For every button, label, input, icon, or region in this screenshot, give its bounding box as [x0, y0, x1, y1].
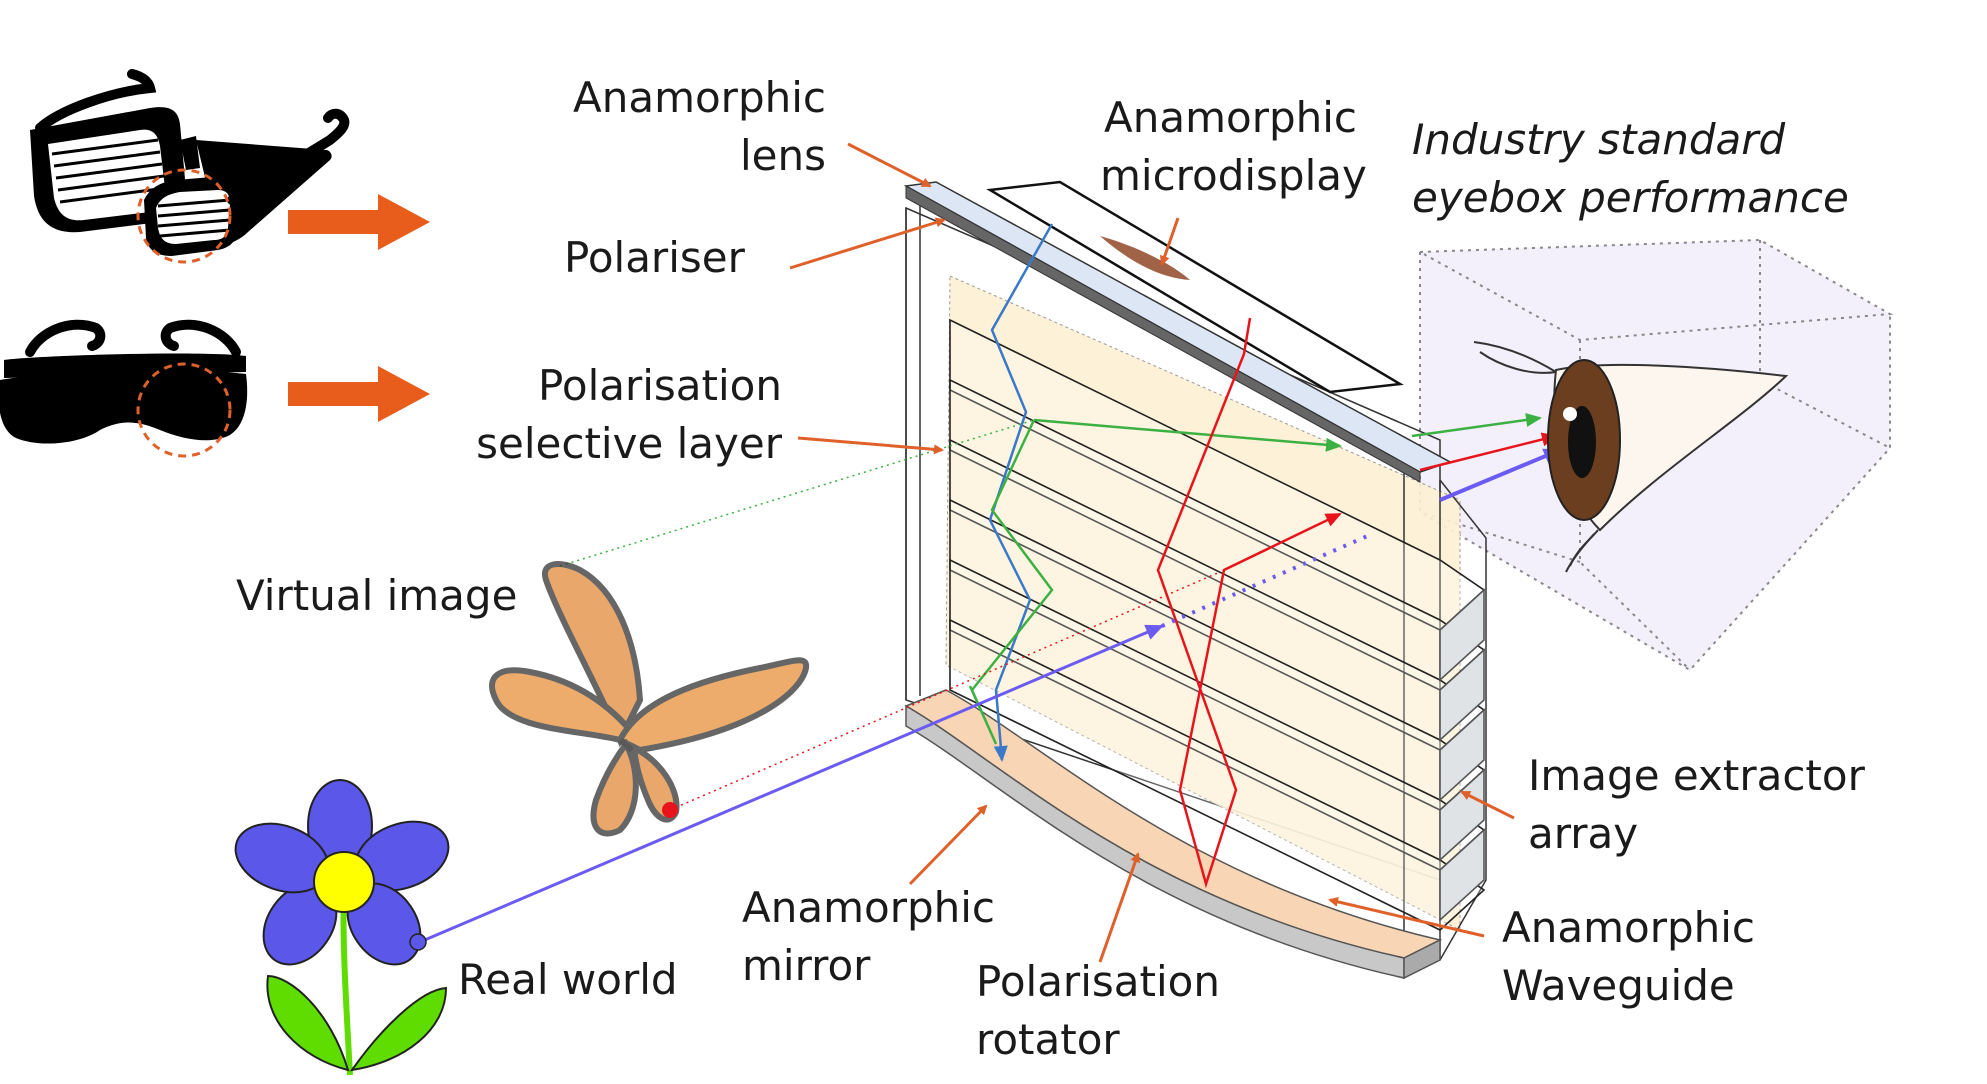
red-point: [662, 802, 678, 818]
anamorphic-lens-label-line1: Anamorphic: [573, 73, 826, 122]
polarisation-selective-label-line2: selective layer: [476, 419, 783, 468]
polarisation-rotator-label-line2: rotator: [976, 1015, 1120, 1064]
anamorphic-mirror-label-line2: mirror: [742, 941, 871, 990]
polariser-label: Polariser: [564, 233, 746, 282]
green-ray: [968, 419, 1054, 745]
glasses-arrow-icon: [288, 194, 430, 250]
eyebox-label-line2: eyebox performance: [1412, 173, 1849, 222]
anamorphic-microdisplay-label-line1: Anamorphic: [1104, 93, 1357, 142]
anamorphic-mirror: [905, 704, 1441, 980]
anamorphic-microdisplay-label-line2: microdisplay: [1100, 151, 1367, 200]
butterfly-icon: [489, 561, 810, 837]
goggles-icon: [0, 319, 248, 458]
eye-icon: [1473, 341, 1789, 573]
world-ray-eye: [1439, 448, 1562, 502]
blue-ray: [988, 223, 1054, 762]
virtual-image-projection: [559, 419, 1035, 567]
anamorphic-waveguide-label-line1: Anamorphic: [1502, 903, 1755, 952]
polarisation-selective-label-line1: Polarisation: [538, 361, 782, 410]
real-world-label: Real world: [458, 955, 678, 1004]
flower-icon: [234, 779, 450, 1076]
glasses-icon: [30, 69, 350, 264]
world-ray: [419, 624, 1164, 944]
anamorphic-mirror-label-line1: Anamorphic: [742, 883, 995, 932]
goggles-arrow-icon: [288, 366, 430, 422]
image-extractor-label-line1: Image extractor: [1528, 751, 1866, 800]
callout-arrows: [789, 142, 1515, 963]
anamorphic-lens-label-line2: lens: [740, 131, 826, 180]
red-projection: [669, 571, 1221, 811]
green-ray-out: [1033, 418, 1342, 452]
polarisation-rotator-label-line1: Polarisation: [976, 957, 1220, 1006]
anamorphic-waveguide-label-line2: Waveguide: [1502, 961, 1735, 1010]
image-extractor-array: [949, 318, 1486, 931]
red-ray: [1156, 317, 1342, 889]
green-ray-eye: [1411, 413, 1542, 438]
red-ray-eye: [1419, 432, 1558, 472]
image-extractor-label-line2: array: [1528, 809, 1638, 858]
anamorphic-microdisplay: [986, 180, 1404, 394]
virtual-image-label: Virtual image: [236, 571, 517, 620]
eyebox-label-line1: Industry standard: [1412, 115, 1785, 164]
